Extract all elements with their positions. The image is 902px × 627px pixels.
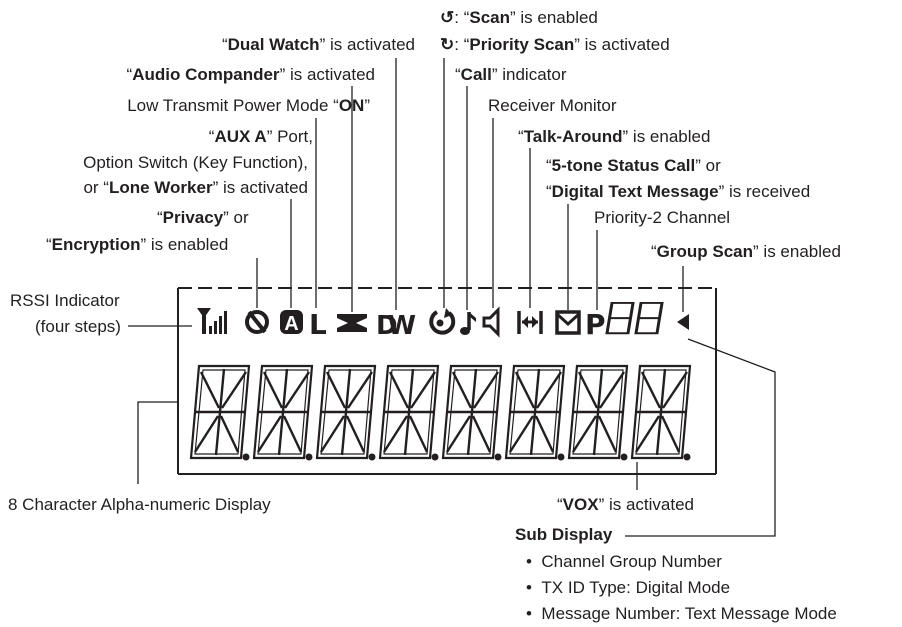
scan-icon — [429, 308, 456, 335]
aux-a-callout-line1: “AUX A” Port, — [208, 127, 313, 146]
dual-watch-icon: DW — [376, 311, 416, 341]
sub-display-digits — [605, 301, 664, 335]
rssi-callout-line1: RSSI Indicator — [10, 291, 120, 310]
rssi-icon — [197, 308, 227, 334]
talk-around-icon — [517, 311, 543, 334]
aux-a-icon: A — [280, 310, 303, 335]
char-cell-7 — [567, 364, 629, 460]
call-icon — [460, 312, 476, 335]
sub-display-item: • Channel Group Number — [526, 552, 722, 571]
char-cell-8 — [630, 364, 692, 460]
call-callout: “Call” indicator — [455, 65, 567, 84]
talk-around-callout: “Talk-Around” is enabled — [518, 127, 711, 146]
char-cell-1 — [189, 364, 251, 460]
scan-icon: ↺ — [440, 8, 455, 27]
sub-display-item: • Message Number: Text Message Mode — [526, 604, 837, 623]
priority-2-icon: P — [585, 308, 606, 341]
lcd-frame — [177, 287, 717, 475]
receiver-monitor-callout: Receiver Monitor — [488, 96, 617, 115]
privacy-icon — [245, 310, 269, 334]
leader-lines — [128, 58, 776, 537]
vox-dot — [620, 453, 628, 461]
vox-callout: “VOX” is activated — [557, 495, 695, 514]
monitor-icon — [482, 306, 500, 338]
svg-text:A: A — [284, 313, 298, 335]
char-cell-4 — [378, 364, 440, 460]
digital-text-callout: “Digital Text Message” is received — [546, 182, 811, 201]
alpha-numeric-callout: 8 Character Alpha-numeric Display — [8, 495, 271, 514]
sub-display-title: Sub Display — [515, 525, 613, 544]
rssi-callout-line2: (four steps) — [35, 317, 121, 336]
priority-2-callout: Priority-2 Channel — [594, 208, 731, 227]
group-scan-callout: “Group Scan” is enabled — [651, 242, 841, 261]
audio-compander-callout: “Audio Compander” is activated — [126, 65, 375, 84]
scan-callout: ↺: “Scan” is enabled — [440, 8, 598, 27]
privacy-callout-line2: “Encryption” is enabled — [46, 235, 229, 254]
low-power-icon: L — [309, 308, 327, 341]
five-tone-callout: “5-tone Status Call” or — [546, 156, 721, 175]
aux-a-callout-line3: or “Lone Worker” is activated — [83, 178, 308, 197]
char-cell-6 — [504, 364, 566, 460]
char-cell-2 — [252, 364, 314, 460]
group-scan-icon — [677, 314, 689, 330]
compander-icon — [337, 314, 367, 332]
message-icon — [555, 310, 581, 335]
aux-a-callout-line2: Option Switch (Key Function), — [83, 153, 308, 172]
privacy-callout-line1: “Privacy” or — [157, 208, 249, 227]
char-cell-3 — [315, 364, 377, 460]
char-cell-5 — [441, 364, 503, 460]
dual-watch-callout: “Dual Watch” is activated — [221, 35, 415, 54]
priority-scan-icon: ↻ — [440, 35, 455, 54]
sub-display-item: • TX ID Type: Digital Mode — [526, 578, 731, 597]
alpha-numeric-display — [189, 364, 692, 461]
priority-scan-callout: ↻: “Priority Scan” is activated — [440, 35, 670, 54]
